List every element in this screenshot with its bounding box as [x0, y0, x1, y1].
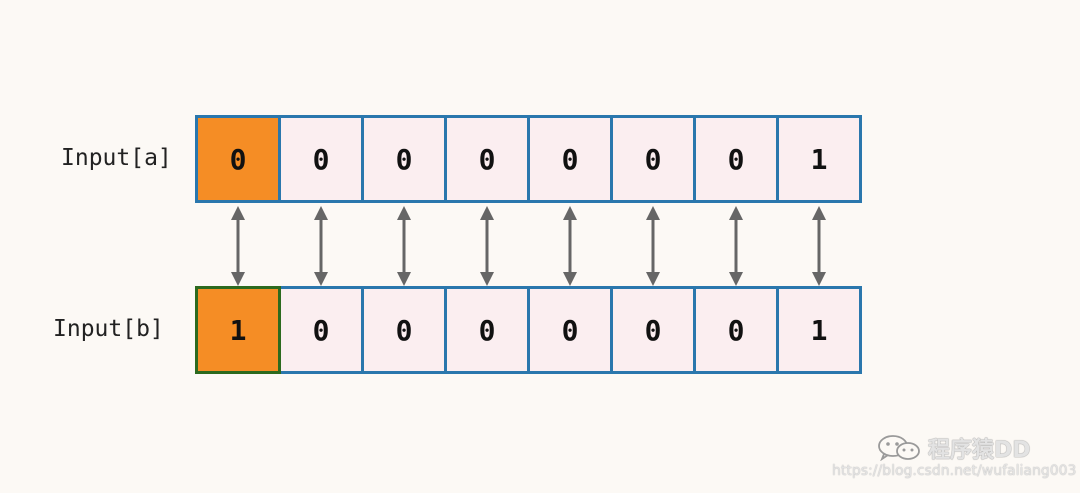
row-a-label: Input[a] — [61, 145, 172, 171]
compare-arrow-4 — [563, 206, 577, 286]
compare-arrow-5 — [646, 206, 660, 286]
watermark: 程序猿DD — [876, 432, 1031, 464]
bit-b-7: 1 — [776, 286, 862, 374]
bit-a-0: 0 — [195, 115, 281, 203]
compare-arrow-2 — [397, 206, 411, 286]
bit-b-0: 1 — [195, 286, 281, 374]
compare-arrow-6 — [729, 206, 743, 286]
bit-b-2: 0 — [361, 286, 447, 374]
bit-a-6: 0 — [693, 115, 779, 203]
row-b-label: Input[b] — [53, 316, 164, 342]
compare-arrow-1 — [314, 206, 328, 286]
compare-arrow-0 — [231, 206, 245, 286]
bit-a-7: 1 — [776, 115, 862, 203]
bit-a-2: 0 — [361, 115, 447, 203]
bit-b-3: 0 — [444, 286, 530, 374]
bit-b-4: 0 — [527, 286, 613, 374]
byte-row-a: 0 0 0 0 0 0 0 1 — [195, 115, 862, 203]
compare-arrow-7 — [812, 206, 826, 286]
wechat-icon — [878, 435, 920, 461]
watermark-name: 程序猿DD — [928, 438, 1031, 463]
compare-arrow-3 — [480, 206, 494, 286]
watermark-url: https://blog.csdn.net/wufaliang003 — [832, 463, 1077, 479]
byte-row-b: 1 0 0 0 0 0 0 1 — [195, 286, 862, 374]
